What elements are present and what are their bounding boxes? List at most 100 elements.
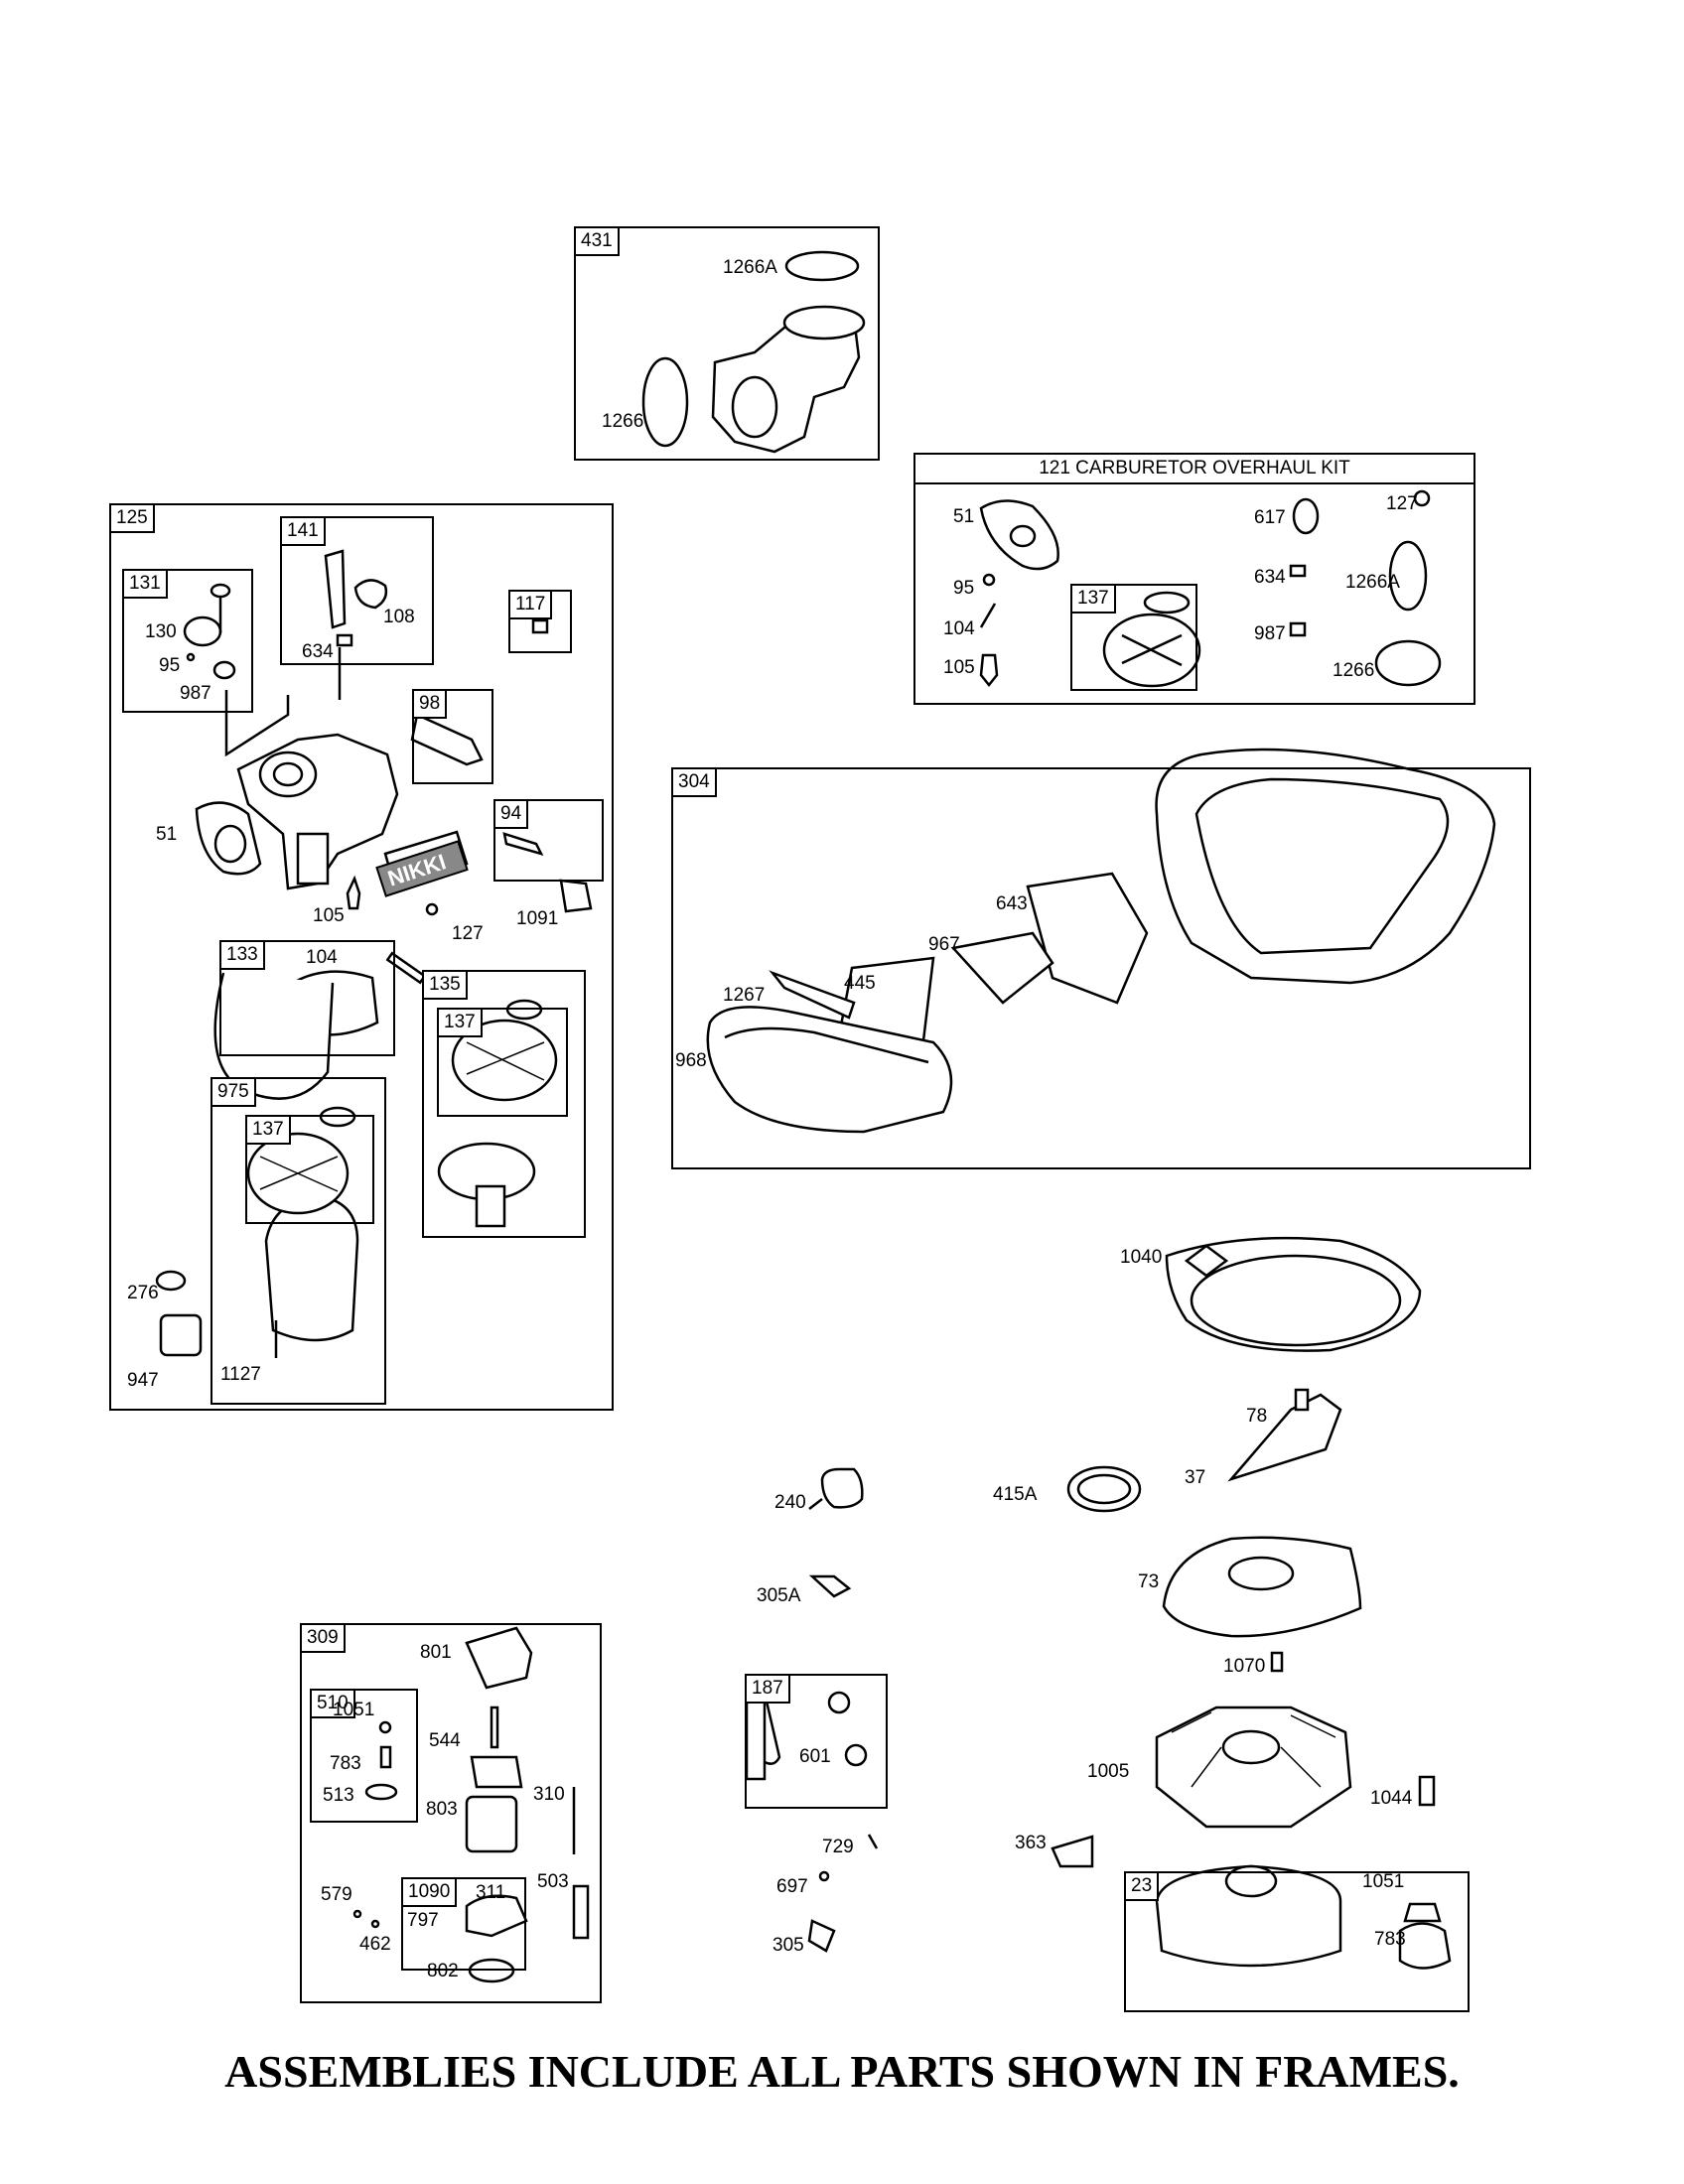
nikki-logo-plate [375,840,469,897]
frame-tag-141: 141 [282,518,326,546]
part-label: 310 [533,1784,565,1805]
part-label: 697 [776,1876,808,1897]
part-label: 513 [323,1785,354,1806]
intake-elbow-part [641,250,866,454]
assemblies-footer-note: ASSEMBLIES INCLUDE ALL PARTS SHOWN IN FR… [224,2046,1460,2097]
part-label: 1266 [602,411,644,432]
frame-431: 431 [574,226,880,461]
frame-23: 23 [1124,1871,1470,2012]
part-label: 968 [675,1050,707,1071]
part-label: 1266A [723,257,777,278]
part-label: 987 [1254,623,1286,644]
part-label: 104 [943,618,975,639]
part-label: 802 [427,1961,459,1981]
part-label: 1267 [723,985,766,1006]
frame-tag-304: 304 [673,769,717,797]
frame-tag-135: 135 [424,972,468,1000]
part-label: 95 [159,655,181,676]
part-label: 305 [772,1935,804,1956]
part-label: 1051 [333,1700,375,1720]
frame-133: 133 [219,940,395,1056]
part-label: 95 [953,578,975,599]
part-label: 78 [1246,1406,1268,1427]
frame-98: 98 [412,689,493,784]
part-label: 987 [180,683,211,704]
frame-510: 510 [310,1689,418,1823]
part-label: 947 [127,1370,159,1391]
part-label: 634 [302,641,334,662]
frame-tag-975: 975 [212,1079,256,1107]
frame-121-kit: 121 CARBURETOR OVERHAUL KIT [913,453,1475,705]
part-label: 105 [313,905,345,926]
frame-tag-133: 133 [221,942,265,970]
part-label: 51 [953,506,975,527]
part-label: 783 [1374,1929,1406,1950]
part-label: 634 [1254,567,1286,588]
frame-137-135: 137 [437,1008,568,1117]
frame-1090: 1090 [401,1877,526,1971]
frame-tag-131: 131 [124,571,168,599]
part-label: 1266A [1345,572,1400,593]
frame-135: 135 [422,970,586,1238]
frame-137-kit: 137 [1070,584,1197,691]
part-label: 445 [844,973,876,994]
part-label: 1005 [1087,1761,1130,1782]
frame-975: 975 [210,1077,386,1405]
frame-94: 94 [493,799,604,882]
part-label: 1040 [1120,1247,1163,1268]
part-label: 105 [943,657,975,678]
starter-motor-parts [352,1626,767,1983]
frame-304: 304 [671,767,1531,1169]
part-label: 643 [996,893,1028,914]
part-label: 797 [407,1910,439,1931]
frame-tag-98: 98 [414,691,448,719]
part-label: 73 [1138,1571,1160,1592]
part-label: 1091 [516,908,559,929]
frame-tag-309: 309 [302,1625,346,1653]
part-label: 1044 [1370,1788,1413,1809]
frame-tag-137-kit: 137 [1072,586,1116,614]
part-label: 104 [306,947,338,968]
part-label: 617 [1254,507,1286,528]
part-label: 127 [1386,493,1418,514]
part-label: 1266 [1333,660,1375,681]
flywheel-parts [749,1236,1452,1970]
frame-137-975: 137 [245,1115,374,1224]
frame-187: 187 [745,1674,888,1809]
blower-housing-parts [706,748,1496,1134]
part-label: 1127 [220,1364,261,1385]
part-label: 579 [321,1884,352,1905]
frame-tag-431: 431 [576,228,620,256]
frame-131: 131 [122,569,253,713]
part-label: 601 [799,1746,831,1767]
part-label: 51 [156,824,178,845]
part-label: 127 [452,923,484,944]
part-label: 1070 [1223,1656,1266,1677]
frame-tag-94: 94 [495,801,529,829]
part-label: 305A [757,1585,801,1606]
part-label: 415A [993,1484,1038,1505]
frame-309: 309 [300,1623,602,2003]
frame-117: 117 [508,590,572,653]
part-label: 108 [383,607,415,627]
frame-tag-187: 187 [747,1676,790,1704]
frame-tag-23: 23 [1126,1873,1160,1901]
frame-tag-1090: 1090 [403,1879,458,1907]
frame-tag-117: 117 [510,592,553,619]
frame-tag-137-135: 137 [439,1010,483,1037]
part-label: 729 [822,1837,854,1857]
part-label: 503 [537,1871,569,1892]
part-label: 276 [127,1283,159,1303]
frame-141: 141 [280,516,434,665]
kit-title: 121 CARBURETOR OVERHAUL KIT [915,455,1474,484]
part-label: 240 [774,1492,806,1513]
part-label: 803 [426,1799,458,1820]
frame-125: 125 [109,503,614,1411]
float-bowl-gaskets [246,999,558,1228]
frame-tag-125: 125 [111,505,155,533]
frame-tag-510: 510 [312,1691,355,1718]
part-label: 967 [928,934,960,955]
part-label: 37 [1185,1467,1206,1488]
